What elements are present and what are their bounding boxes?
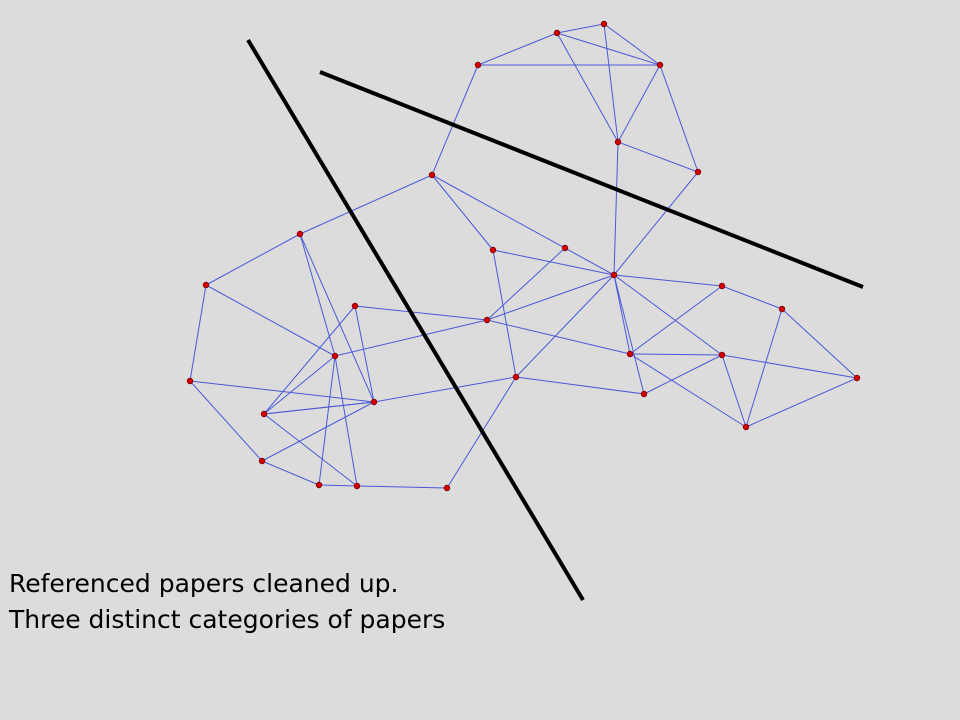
graph-edge bbox=[556, 32, 619, 143]
graph-edge bbox=[781, 308, 858, 379]
paper-node bbox=[331, 352, 339, 360]
paper-node bbox=[370, 398, 378, 406]
graph-edge bbox=[205, 233, 301, 286]
paper-node bbox=[351, 302, 359, 310]
paper-node bbox=[853, 374, 861, 382]
paper-node bbox=[353, 482, 361, 490]
graph-edge bbox=[263, 413, 358, 487]
graph-edge bbox=[629, 353, 747, 428]
graph-edge bbox=[492, 249, 615, 276]
graph-edge bbox=[334, 355, 358, 487]
caption-line-2: Three distinct categories of papers bbox=[9, 605, 446, 634]
graph-edge bbox=[299, 174, 433, 235]
graph-edge bbox=[556, 23, 605, 34]
paper-node bbox=[694, 168, 702, 176]
graph-edge bbox=[356, 485, 448, 489]
graph-edge bbox=[318, 355, 336, 486]
paper-node bbox=[202, 281, 210, 289]
graph-edge bbox=[261, 460, 320, 486]
paper-node bbox=[614, 138, 622, 146]
paper-node bbox=[718, 351, 726, 359]
caption: Referenced papers cleaned up. Three dist… bbox=[9, 566, 445, 638]
graph-edge bbox=[299, 233, 375, 403]
graph-edge bbox=[189, 380, 263, 462]
paper-node bbox=[561, 244, 569, 252]
graph-edge bbox=[613, 141, 619, 276]
graph-edge bbox=[263, 401, 375, 415]
paper-node bbox=[778, 305, 786, 313]
paper-node bbox=[296, 230, 304, 238]
paper-node bbox=[742, 423, 750, 431]
graph-edge bbox=[613, 274, 645, 395]
graph-edge bbox=[263, 355, 336, 415]
paper-node bbox=[610, 271, 618, 279]
graph-edge bbox=[721, 354, 858, 379]
graph-edge bbox=[603, 23, 619, 143]
graph-edge bbox=[261, 401, 375, 462]
graph-edge bbox=[613, 274, 723, 287]
graph-edge bbox=[486, 319, 631, 355]
graph-edge bbox=[431, 174, 494, 251]
paper-node bbox=[260, 410, 268, 418]
graph-edge bbox=[477, 32, 558, 66]
paper-node bbox=[186, 377, 194, 385]
graph-edge bbox=[613, 274, 631, 355]
paper-node bbox=[483, 316, 491, 324]
paper-node bbox=[512, 373, 520, 381]
graph-edge bbox=[334, 319, 488, 357]
paper-node bbox=[428, 171, 436, 179]
edges-layer bbox=[189, 23, 858, 489]
graph-edge bbox=[515, 274, 615, 378]
graph-edge bbox=[603, 23, 661, 66]
graph-edge bbox=[629, 285, 723, 355]
paper-node bbox=[718, 282, 726, 290]
graph-edge bbox=[745, 377, 858, 428]
graph-edge bbox=[486, 274, 615, 321]
graph-edge bbox=[431, 174, 615, 276]
graph-edge bbox=[373, 376, 517, 403]
graph-edge bbox=[617, 64, 661, 143]
graph-edge bbox=[613, 274, 723, 356]
graph-edge bbox=[629, 353, 723, 356]
paper-node bbox=[443, 484, 451, 492]
graph-edge bbox=[354, 305, 375, 403]
graph-edge bbox=[189, 380, 375, 403]
graph-edge bbox=[613, 171, 699, 276]
graph-edge bbox=[318, 484, 358, 487]
graph-edge bbox=[431, 64, 479, 176]
graph-edge bbox=[745, 308, 783, 428]
paper-node bbox=[315, 481, 323, 489]
category-divider-line-1 bbox=[246, 38, 585, 602]
category-divider-line-2 bbox=[319, 70, 864, 289]
graph-edge bbox=[205, 284, 336, 357]
paper-node bbox=[640, 390, 648, 398]
graph-edge bbox=[486, 247, 566, 321]
paper-node bbox=[553, 29, 561, 37]
caption-line-1: Referenced papers cleaned up. bbox=[9, 569, 399, 598]
graph-edge bbox=[721, 285, 783, 310]
paper-node bbox=[656, 61, 664, 69]
paper-node bbox=[489, 246, 497, 254]
graph-edge bbox=[263, 305, 356, 415]
graph-edge bbox=[299, 233, 336, 357]
graph-edge bbox=[659, 64, 699, 173]
nodes-layer bbox=[186, 20, 861, 492]
graph-edge bbox=[721, 354, 747, 428]
paper-node bbox=[474, 61, 482, 69]
paper-node bbox=[600, 20, 608, 28]
graph-edge bbox=[556, 32, 661, 66]
paper-node bbox=[258, 457, 266, 465]
paper-node bbox=[626, 350, 634, 358]
graph-edge bbox=[354, 305, 488, 321]
graph-edge bbox=[189, 284, 207, 382]
graph-edge bbox=[643, 354, 723, 395]
category-dividers bbox=[246, 38, 864, 602]
graph-edge bbox=[515, 376, 645, 395]
graph-edge bbox=[617, 141, 699, 173]
